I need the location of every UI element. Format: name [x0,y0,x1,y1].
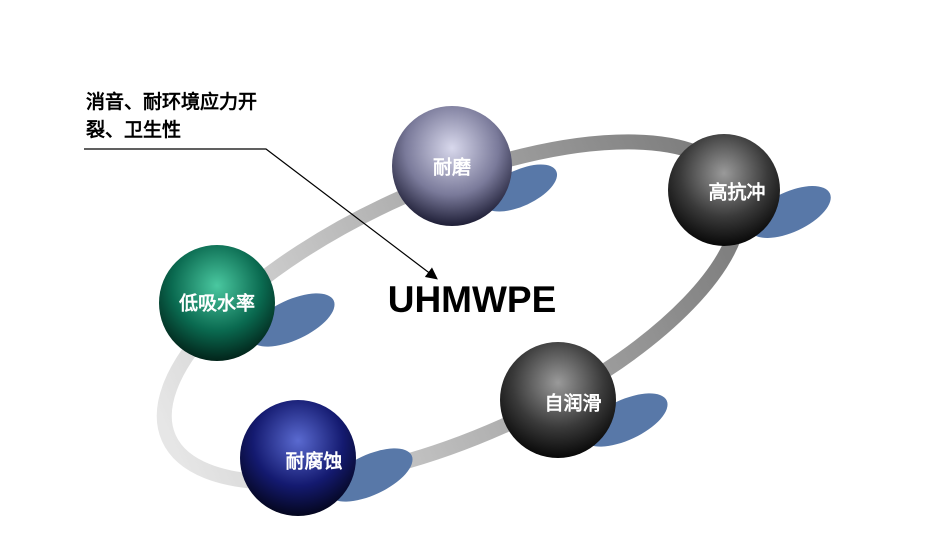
sphere [500,342,616,458]
annotation-line-2: 裂、卫生性 [86,118,181,141]
sphere [668,134,780,246]
annotation-line-1: 消音、耐环境应力开 [86,90,257,113]
shadow [249,293,335,347]
property-label: 高抗冲 [708,181,765,204]
sphere [392,106,512,226]
property-high-impact: 高抗冲 [668,134,780,246]
center-label: UHMWPE [388,279,557,320]
property-self-lubricating: 自润滑 [500,342,616,458]
annotation: 消音、耐环境应力开 裂、卫生性 [84,90,438,280]
shadow [327,448,413,502]
sphere [240,400,356,516]
property-label: 耐磨 [433,156,471,179]
property-label: 自润滑 [544,392,601,415]
property-corrosion-resistance: 耐腐蚀 [240,400,356,516]
sphere [159,245,275,361]
shadow [749,186,831,238]
property-wear-resistance: 耐磨 [392,106,512,226]
property-label: 耐腐蚀 [285,450,342,473]
annotation-leader-arrow [84,148,438,280]
property-label: 低吸水率 [178,292,255,315]
property-low-water-absorption: 低吸水率 [159,245,275,361]
